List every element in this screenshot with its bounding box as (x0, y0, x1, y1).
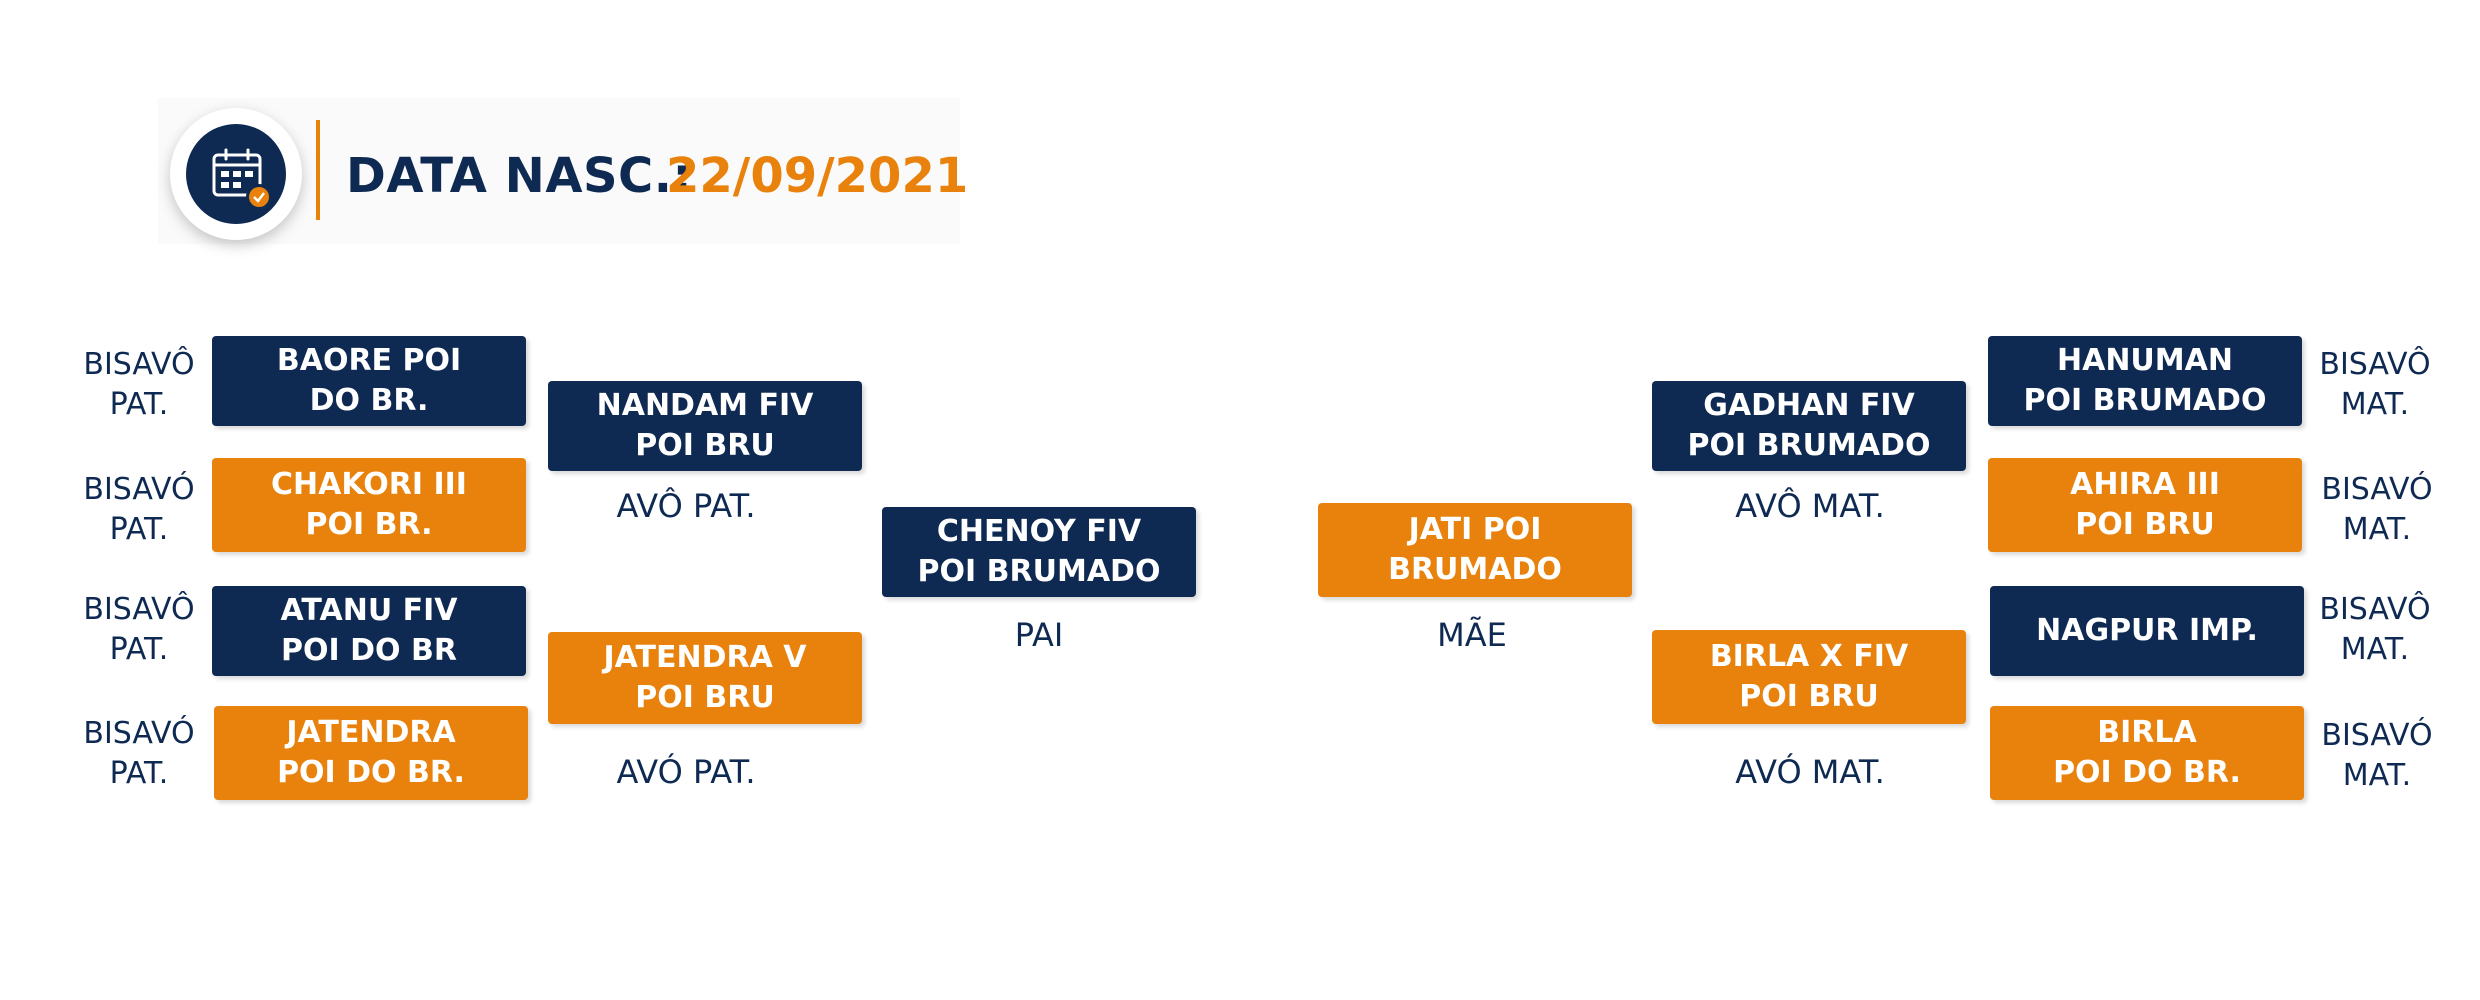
great-grandfather-box: BAORE POI DO BR. (212, 336, 526, 426)
check-icon (246, 184, 272, 210)
great-grandmother-box: AHIRA III POI BRU (1988, 458, 2302, 552)
birth-date-value: 22/09/2021 (666, 148, 969, 204)
paternal-grandmother-label: AVÓ PAT. (616, 753, 756, 791)
great-grandmother-box: BIRLA POI DO BR. (1990, 706, 2304, 800)
great-grandparent-label: BISAVÔ MAT. (2319, 347, 2431, 422)
great-grandfather-box: ATANU FIV POI DO BR (212, 586, 526, 676)
great-grandparent-label: BISAVÔ PAT. (83, 592, 195, 667)
great-grandfather-box: NAGPUR IMP. (1990, 586, 2304, 676)
great-grandparent-label: BISAVÓ PAT. (83, 716, 195, 791)
great-grandparent-label: BISAVÓ MAT. (2321, 718, 2433, 793)
father-label: PAI (1014, 616, 1064, 654)
mother-box: JATI POI BRUMADO (1318, 503, 1632, 597)
header-divider (316, 120, 320, 220)
great-grandparent-label: BISAVÔ PAT. (83, 347, 195, 422)
birth-date-label: DATA NASC.: (346, 148, 693, 204)
paternal-grandfather-label: AVÔ PAT. (616, 487, 756, 525)
maternal-grandfather-box: GADHAN FIV POI BRUMADO (1652, 381, 1966, 471)
great-grandparent-label: BISAVÓ MAT. (2321, 472, 2433, 547)
paternal-grandmother-box: JATENDRA V POI BRU (548, 632, 862, 724)
mother-label: MÃE (1437, 616, 1507, 654)
great-grandparent-label: BISAVÓ PAT. (83, 472, 195, 547)
father-box: CHENOY FIV POI BRUMADO (882, 507, 1196, 597)
great-grandmother-box: JATENDRA POI DO BR. (214, 706, 528, 800)
great-grandfather-box: HANUMAN POI BRUMADO (1988, 336, 2302, 426)
great-grandmother-box: CHAKORI III POI BR. (212, 458, 526, 552)
maternal-grandmother-box: BIRLA X FIV POI BRU (1652, 630, 1966, 724)
maternal-grandmother-label: AVÓ MAT. (1735, 753, 1885, 791)
great-grandparent-label: BISAVÔ MAT. (2319, 592, 2431, 667)
calendar-icon (212, 148, 262, 197)
paternal-grandfather-box: NANDAM FIV POI BRU (548, 381, 862, 471)
maternal-grandfather-label: AVÔ MAT. (1735, 487, 1885, 525)
calendar-badge (170, 108, 302, 240)
